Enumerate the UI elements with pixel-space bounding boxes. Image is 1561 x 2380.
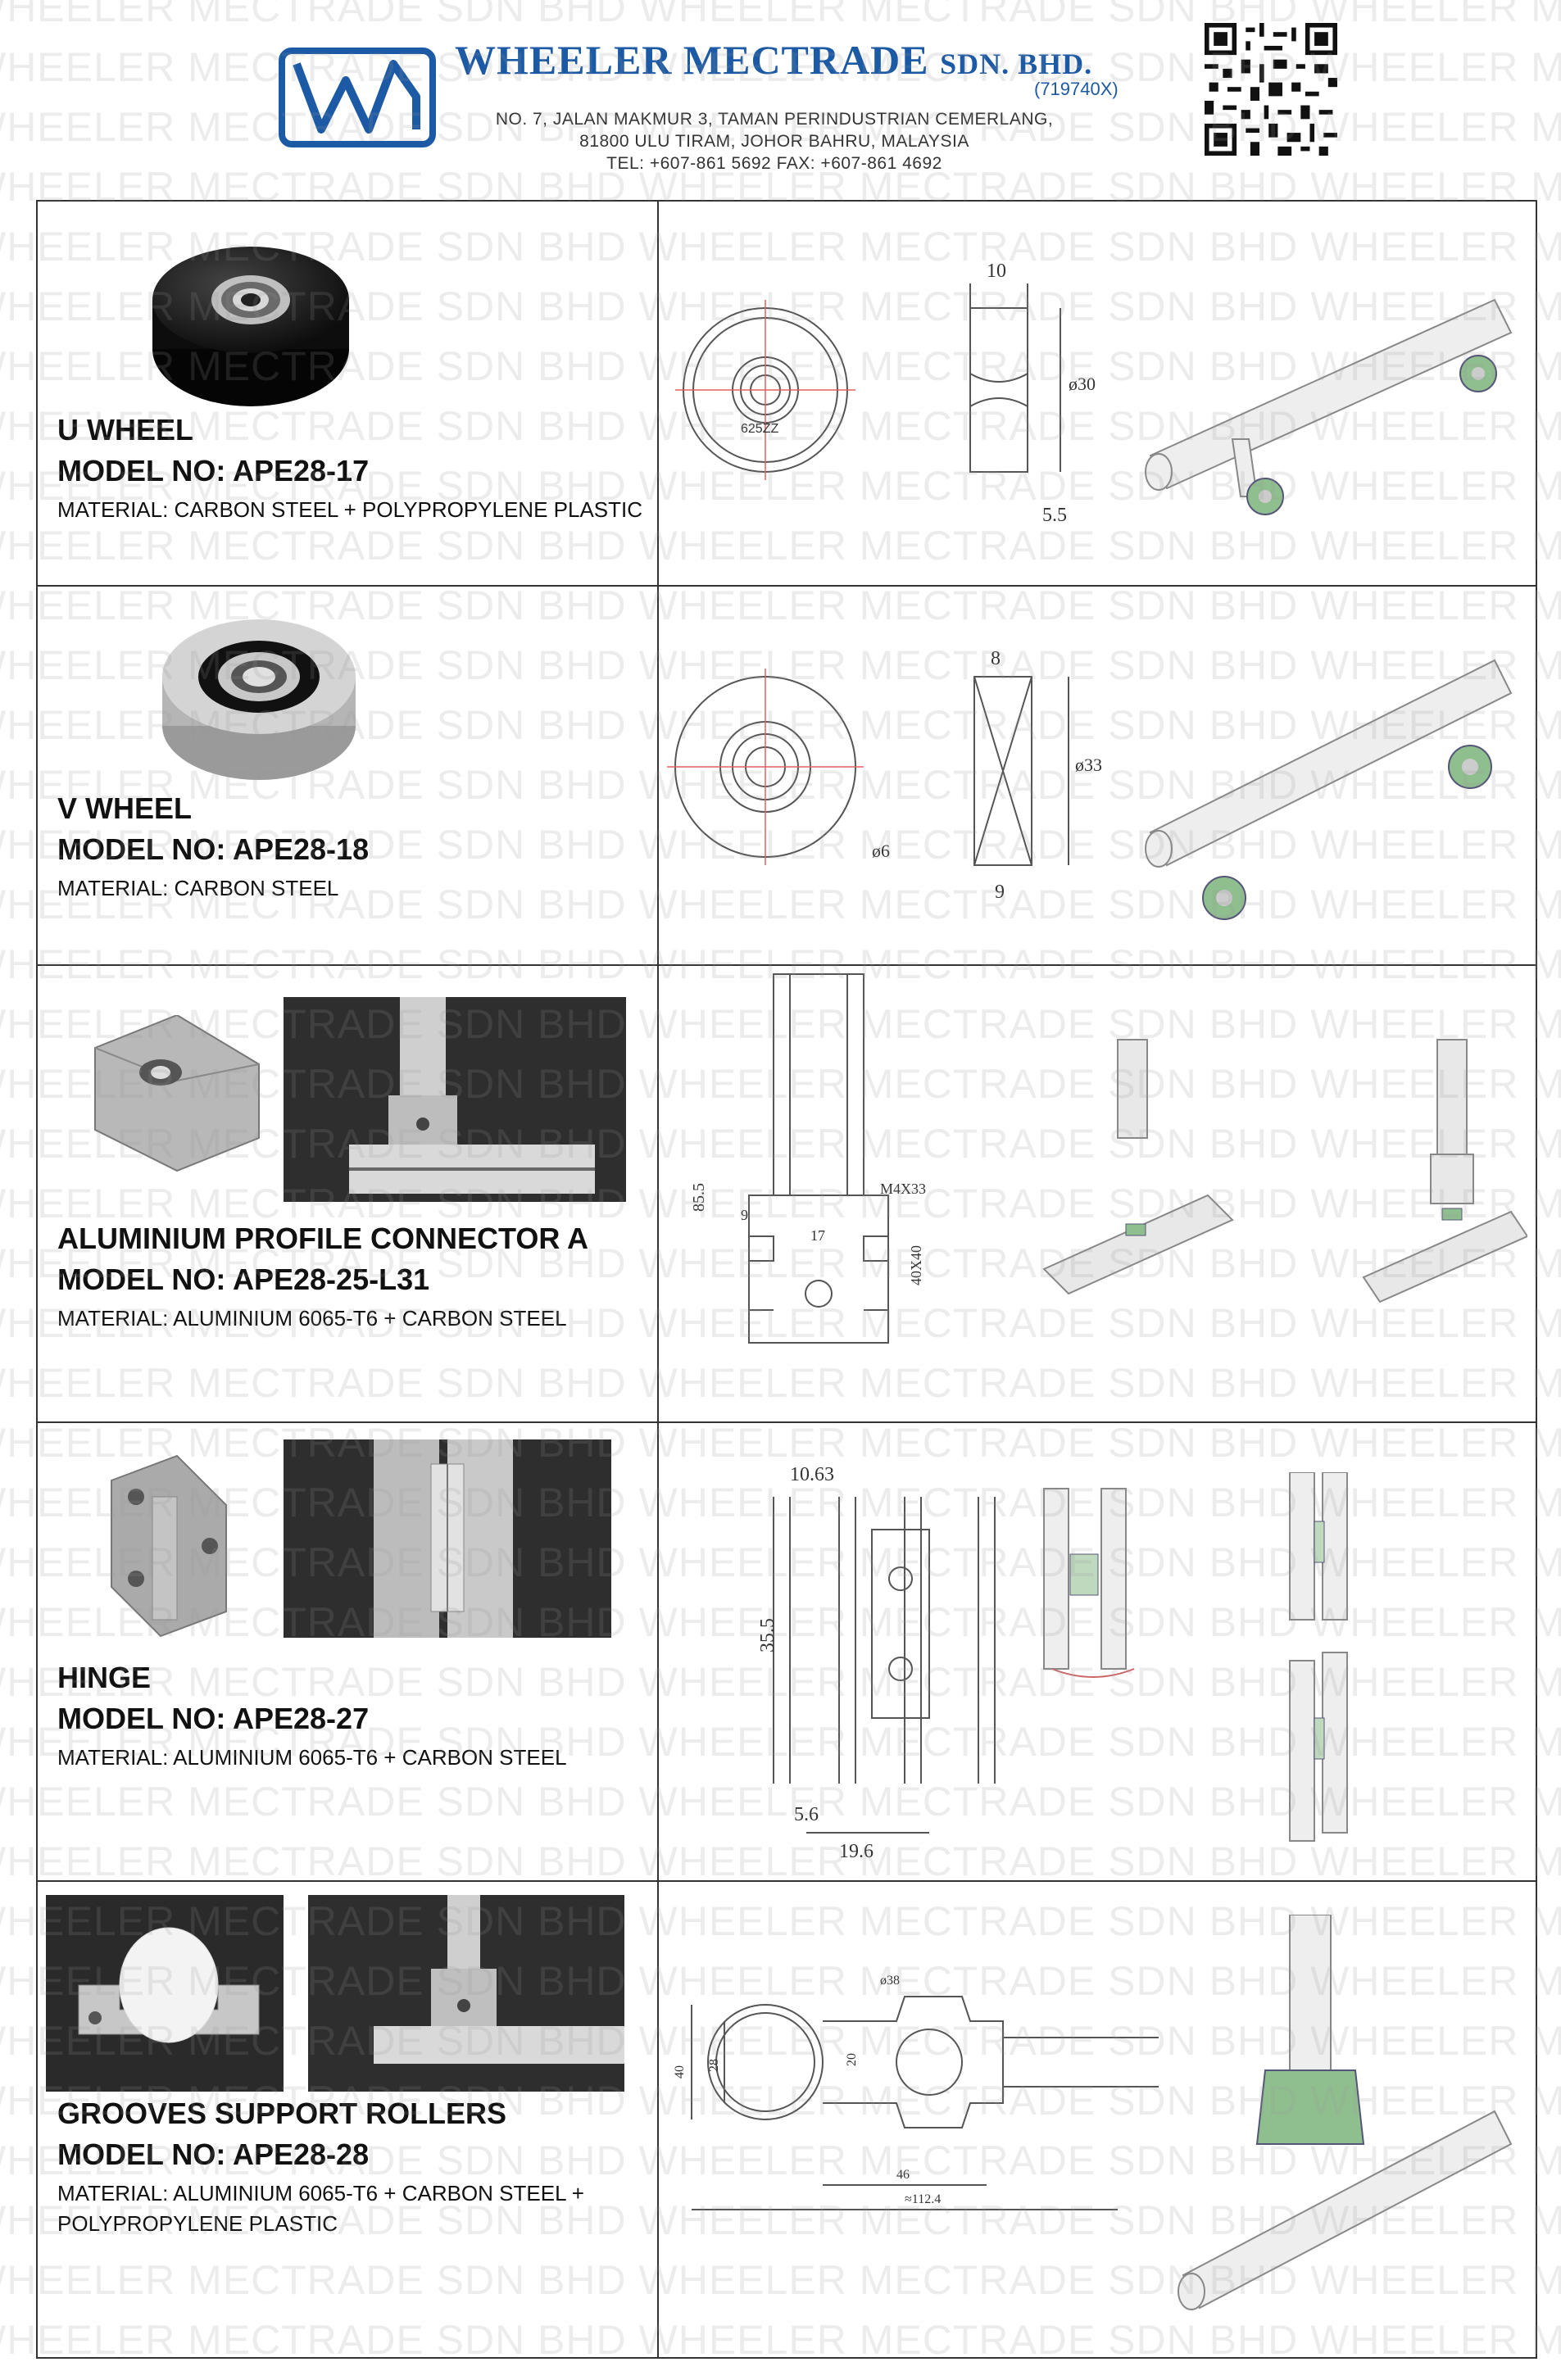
v-wheel-assembly-illustration <box>1145 659 1513 920</box>
bearing-code: 625ZZ <box>741 422 778 436</box>
product-model: MODEL NO: APE28-18 <box>57 832 370 866</box>
hinge-application-photo <box>284 1439 611 1638</box>
qr-code <box>1205 23 1337 156</box>
product-name: HINGE <box>57 1661 152 1694</box>
address-line-1: NO. 7, JALAN MAKMUR 3, TAMAN PERINDUSTRI… <box>495 110 1054 129</box>
roller-photo <box>46 1895 284 2092</box>
connector-a-drawing: 85.5 9 17 M4X33 40X40 <box>690 973 926 1344</box>
product-model: MODEL NO: APE28-25-L31 <box>57 1263 430 1296</box>
product-name: ALUMINIUM PROFILE CONNECTOR A <box>57 1222 588 1255</box>
product-material: MATERIAL: ALUMINIUM 6065-T6 + CARBON STE… <box>57 1306 567 1331</box>
dim-base: 19.6 <box>839 1841 874 1862</box>
dim-length: ≈112.4 <box>905 2192 941 2206</box>
dim-inner: 28 <box>707 2059 721 2072</box>
hinge-assembly-illustration <box>1043 1472 1348 1842</box>
product-material: MATERIAL: CARBON STEEL + POLYPROPYLENE P… <box>57 497 643 522</box>
hinge-photo <box>111 1454 227 1638</box>
dim-groove: 9 <box>995 882 1005 903</box>
dim-offset: 9 <box>741 1207 748 1223</box>
dim-base: 46 <box>896 2168 910 2182</box>
dim-height: 40 <box>673 2065 687 2079</box>
product-material: MATERIAL: ALUMINIUM 6065-T6 + CARBON STE… <box>57 1745 567 1770</box>
dim-bore: ø6 <box>872 841 890 861</box>
header: WHEELER MECTRADE SDN. BHD. (719740X) NO.… <box>0 0 1561 197</box>
product-name: U WHEEL <box>57 413 193 447</box>
product-table: U WHEEL MODEL NO: APE28-17 MATERIAL: CAR… <box>36 200 1537 2359</box>
product-model: MODEL NO: APE28-28 <box>57 2137 370 2171</box>
dim-width: 8 <box>991 648 1001 669</box>
v-wheel-photo <box>162 619 356 780</box>
dim-slot: 17 <box>810 1227 825 1244</box>
dim-width: 10 <box>987 261 1006 282</box>
u-wheel-assembly-illustration <box>1145 298 1513 515</box>
connector-a-photo <box>94 1015 260 1172</box>
dim-screw: M4X33 <box>880 1181 926 1197</box>
registration-number: (719740X) <box>1034 79 1119 99</box>
product-row-hinge: HINGE MODEL NO: APE28-27 MATERIAL: ALUMI… <box>38 1423 1536 1882</box>
roller-application-photo <box>308 1895 624 2092</box>
product-row-grooves-support-rollers: GROOVES SUPPORT ROLLERS MODEL NO: APE28-… <box>38 1882 1536 2357</box>
dim-height: 85.5 <box>690 1183 708 1212</box>
product-name: V WHEEL <box>57 791 193 825</box>
dim-profile: 40X40 <box>908 1245 924 1285</box>
contact-line: TEL: +607-861 5692 FAX: +607-861 4692 <box>606 154 942 173</box>
company-name: WHEELER MECTRADE SDN. BHD. <box>455 37 1093 83</box>
connector-a-assembly-illustration <box>1042 1039 1527 1303</box>
roller-drawing: ø38 40 28 20 46 ≈112.4 <box>673 1974 1159 2210</box>
product-name: GROOVES SUPPORT ROLLERS <box>57 2097 507 2130</box>
product-model: MODEL NO: APE28-17 <box>57 454 370 487</box>
product-row-v-wheel: V WHEEL MODEL NO: APE28-18 MATERIAL: CAR… <box>38 587 1536 966</box>
product-model: MODEL NO: APE28-27 <box>57 1702 370 1735</box>
roller-assembly-illustration <box>1178 1915 1513 2310</box>
dim-top: ø38 <box>880 1974 900 1988</box>
dim-groove: 5.5 <box>1042 505 1067 526</box>
product-row-u-wheel: U WHEEL MODEL NO: APE28-17 MATERIAL: CAR… <box>38 202 1536 587</box>
dim-height: 35.5 <box>757 1618 778 1652</box>
product-material: MATERIAL: ALUMINIUM 6065-T6 + CARBON STE… <box>57 2181 584 2236</box>
connector-a-application-photo <box>284 997 626 1202</box>
v-wheel-drawing: 8 ø33 9 ø6 <box>667 648 1102 903</box>
dim-diameter: ø33 <box>1075 755 1102 775</box>
address-line-2: 81800 ULU TIRAM, JOHOR BAHRU, MALAYSIA <box>579 132 969 151</box>
company-logo <box>279 48 436 147</box>
product-material: MATERIAL: CARBON STEEL <box>57 876 339 900</box>
product-row-connector-a: ALUMINIUM PROFILE CONNECTOR A MODEL NO: … <box>38 966 1536 1423</box>
dim-center: 20 <box>845 2053 859 2066</box>
dim-diameter: ø30 <box>1069 374 1096 394</box>
u-wheel-drawing: 10 ø30 5.5 625ZZ <box>675 261 1096 526</box>
u-wheel-photo <box>152 247 349 406</box>
dim-width: 10.63 <box>790 1464 834 1485</box>
hinge-drawing: 10.63 35.5 5.6 19.6 <box>757 1464 996 1862</box>
dim-thickness: 5.6 <box>794 1804 819 1825</box>
